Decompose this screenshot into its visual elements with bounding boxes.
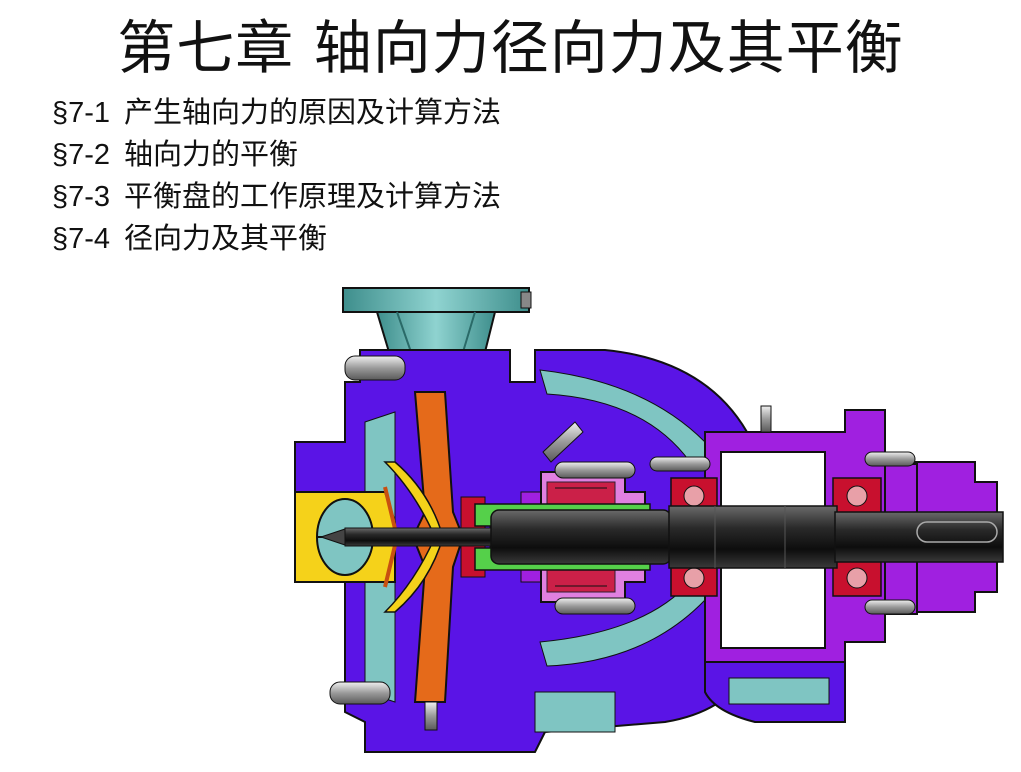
section-number: §7-4 xyxy=(52,223,111,255)
section-number: §7-2 xyxy=(52,139,111,171)
section-number: §7-3 xyxy=(52,181,111,213)
pump-cross-section-icon xyxy=(294,287,1004,753)
section-item[interactable]: §7-1 产生轴向力的原因及计算方法 xyxy=(52,92,501,134)
section-title: 平衡盘的工作原理及计算方法 xyxy=(124,179,502,213)
section-list: §7-1 产生轴向力的原因及计算方法 §7-2 轴向力的平衡 §7-3 平衡盘的工作原… xyxy=(52,92,501,260)
section-number: §7-1 xyxy=(52,97,111,129)
pump-illustration xyxy=(285,282,1015,770)
section-item[interactable]: §7-3 平衡盘的工作原理及计算方法 xyxy=(52,176,501,218)
section-item[interactable]: §7-4 径向力及其平衡 xyxy=(52,218,501,260)
section-item[interactable]: §7-2 轴向力的平衡 xyxy=(52,134,501,176)
section-title: 产生轴向力的原因及计算方法 xyxy=(124,95,502,129)
section-title: 轴向力的平衡 xyxy=(124,137,299,171)
slide-title: 第七章 轴向力径向力及其平衡 xyxy=(117,14,904,82)
section-title: 径向力及其平衡 xyxy=(124,221,328,255)
